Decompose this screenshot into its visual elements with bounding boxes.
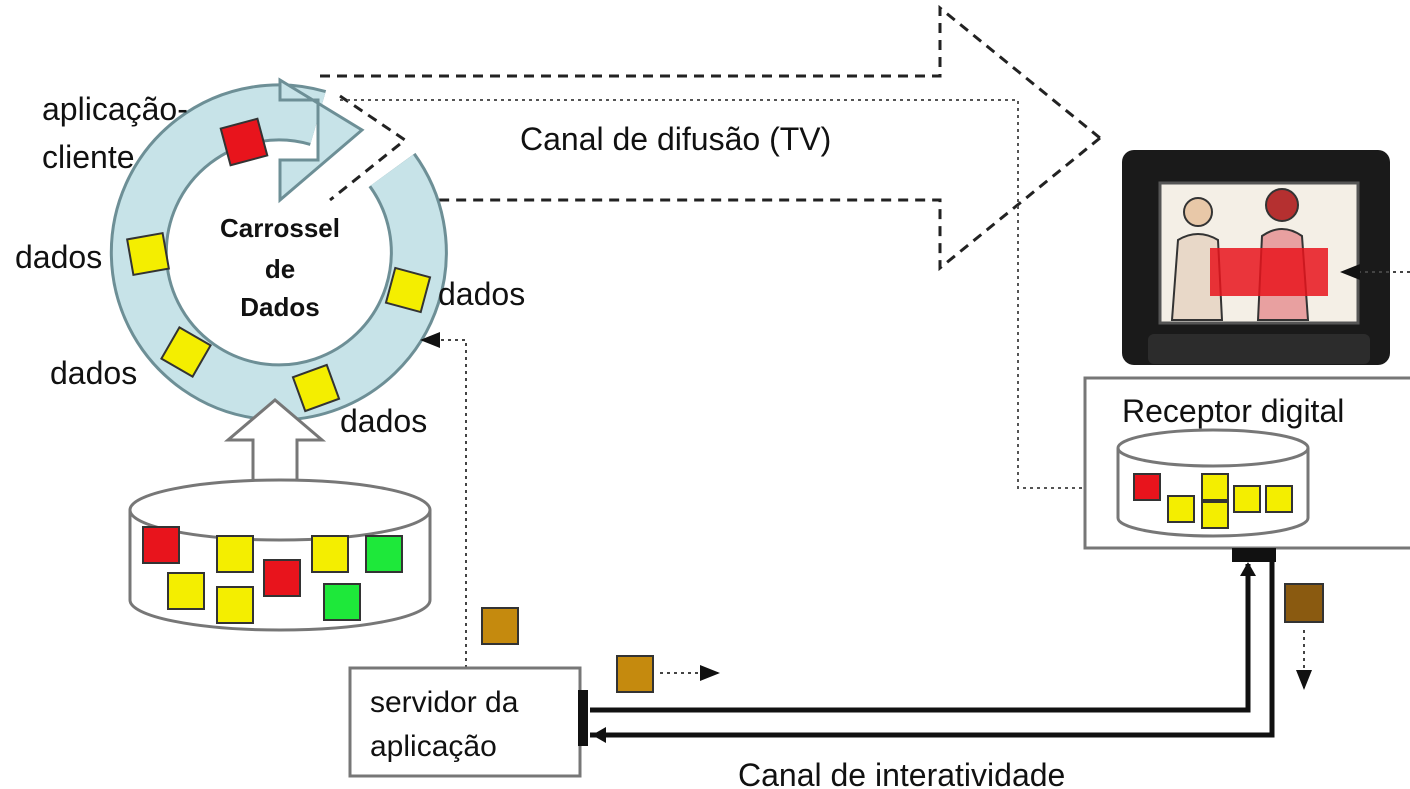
- server-to-carousel-arrow: [420, 332, 467, 668]
- receiver-label: Receptor digital: [1122, 393, 1344, 429]
- receiver-square-red: [1133, 473, 1161, 501]
- ring-square-yellow-bottom: [291, 363, 341, 413]
- server-label-line1: servidor da: [370, 686, 519, 719]
- label-data-left-bottom: dados: [50, 355, 137, 391]
- interactivity-channel-lines: [590, 562, 1275, 738]
- brown-square-upper: [481, 607, 519, 645]
- label-app-client-1: aplicação-: [42, 91, 188, 127]
- ring-square-yellow-left: [125, 231, 171, 277]
- brown-dark-square: [1284, 583, 1324, 623]
- receiver-square-yellow-5: [1265, 485, 1293, 513]
- ring-square-red: [219, 117, 269, 167]
- interactivity-arrowhead-left: [592, 727, 606, 743]
- receiver-square-yellow-2: [1201, 473, 1229, 501]
- server-port: [578, 690, 588, 746]
- receiver-square-yellow-1: [1167, 495, 1195, 523]
- label-data-bottom: dados: [340, 403, 427, 439]
- db-square-yellow-3: [216, 586, 254, 624]
- carousel-title-line3: Dados: [240, 292, 319, 322]
- ring-square-yellow-lower-left: [160, 326, 212, 378]
- broadcast-channel-label: Canal de difusão (TV): [520, 121, 831, 157]
- label-data-left-top: dados: [15, 239, 102, 275]
- interactivity-arrowhead-up: [1240, 562, 1256, 576]
- broadcast-channel-arrow: [320, 4, 1101, 272]
- carousel-title-line1: Carrossel: [220, 213, 340, 243]
- receiver-square-yellow-3: [1201, 501, 1229, 529]
- db-square-yellow-2: [167, 572, 205, 610]
- receiver-port: [1232, 548, 1276, 562]
- label-app-client-2: cliente: [42, 139, 135, 175]
- carousel-title-line2: de: [265, 254, 295, 284]
- server-label-line2: aplicação: [370, 730, 497, 763]
- db-square-green-2: [323, 583, 361, 621]
- receiver-square-yellow-4: [1233, 485, 1261, 513]
- db-square-red-2: [263, 559, 301, 597]
- tv-set: [1122, 150, 1390, 365]
- db-square-yellow-4: [311, 535, 349, 573]
- brown-square-lower: [616, 655, 654, 693]
- label-data-right: dados: [438, 276, 525, 312]
- ring-square-yellow-right: [384, 266, 432, 314]
- db-square-yellow-1: [216, 535, 254, 573]
- db-square-red-1: [142, 526, 180, 564]
- db-square-green-1: [365, 535, 403, 573]
- server-box: [348, 666, 582, 778]
- interactivity-channel-label: Canal de interatividade: [738, 757, 1065, 789]
